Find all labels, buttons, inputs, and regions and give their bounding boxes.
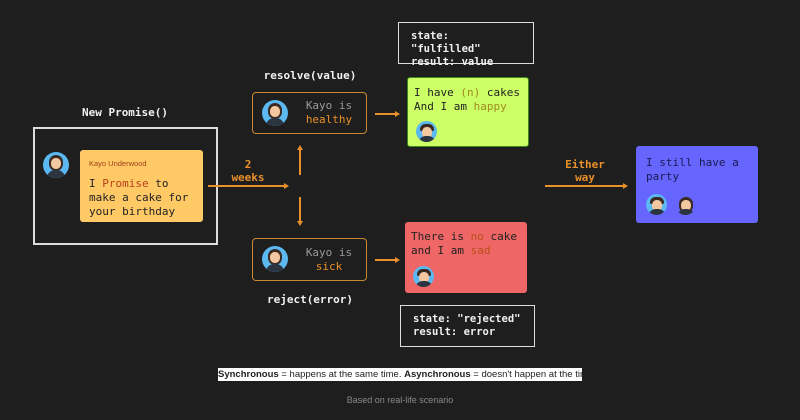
party-text: I still have a party <box>646 156 739 183</box>
text: to make a cake for your birthday <box>89 177 189 218</box>
text: state: "fulfilled" <box>411 30 481 55</box>
arrow-two-weeks <box>208 185 284 187</box>
resolve-label: resolve(value) <box>263 69 357 82</box>
arrow-head-icon <box>297 145 303 150</box>
kayo-avatar <box>262 100 288 126</box>
promise-keyword: Promise <box>102 177 149 190</box>
text: result: error <box>413 326 496 338</box>
state-rejected-box: state: "rejected"result: error <box>400 305 535 347</box>
text: no <box>470 230 484 243</box>
arrow-either-way <box>545 185 623 187</box>
rejected-card: There is no cake and I am sad <box>405 222 527 293</box>
arrow-head-icon <box>297 221 303 226</box>
text: cakes <box>480 86 520 99</box>
arrow-up <box>299 150 301 175</box>
text: state: "rejected" <box>413 313 521 325</box>
text: Either <box>565 158 605 171</box>
text: and I am <box>411 244 471 257</box>
text: happy <box>473 100 507 113</box>
text: result: value <box>411 56 494 68</box>
party-card: I still have a party <box>636 146 758 223</box>
arrow-head-icon <box>623 183 628 189</box>
text: There is <box>411 230 471 243</box>
promise-card: Kayo Underwood I Promise to make a cake … <box>80 150 203 222</box>
text: And I am <box>414 100 474 113</box>
text: There is no cake <box>411 230 521 244</box>
status-healthy: healthy <box>305 113 353 126</box>
promise-card-name: Kayo Underwood <box>89 159 147 168</box>
state-fulfilled-box: state: "fulfilled"result: value <box>398 22 534 68</box>
text: I have <box>414 86 461 99</box>
fulfilled-card: I have (n) cakes And I am happy <box>407 77 529 147</box>
text: 2 <box>244 158 252 171</box>
arrow-head-icon <box>395 257 400 263</box>
text: = happens at the same time. <box>278 369 405 380</box>
text: and I am sad <box>411 244 521 258</box>
text: sad <box>470 244 491 257</box>
text: (n) <box>460 86 481 99</box>
arrow-head-icon <box>395 111 400 117</box>
friend-avatar <box>416 121 437 142</box>
caption: Based on real-life scenario <box>346 395 454 405</box>
status-sick: sick <box>315 260 343 273</box>
promise-card-text: I Promise to make a cake for your birthd… <box>89 177 194 219</box>
friend-avatar <box>646 194 667 215</box>
reject-label: reject(error) <box>266 293 354 306</box>
friend-avatar <box>413 266 434 287</box>
new-promise-label: New Promise() <box>81 106 169 119</box>
arrow-head-icon <box>284 183 289 189</box>
text: Kayo is <box>305 99 353 112</box>
arrow-to-rejected <box>375 259 395 261</box>
text: cake <box>483 230 517 243</box>
text: = doesn't happen at the time <box>470 369 594 380</box>
text: way <box>575 171 595 184</box>
text: I have (n) cakes <box>414 86 522 100</box>
text: Asynchronous <box>404 369 471 380</box>
text: weeks <box>231 171 265 184</box>
text: Synchronous <box>218 369 279 380</box>
arrow-down <box>299 197 301 221</box>
sync-async-definition: Synchronous = happens at the same time. … <box>218 368 593 381</box>
kayo-avatar <box>262 246 288 272</box>
text: Kayo is <box>305 246 353 259</box>
arrow-to-fulfilled <box>375 113 395 115</box>
kayo-avatar <box>43 152 69 178</box>
kayo-avatar <box>675 194 696 215</box>
text: And I am happy <box>414 100 522 114</box>
text: I <box>89 177 103 190</box>
